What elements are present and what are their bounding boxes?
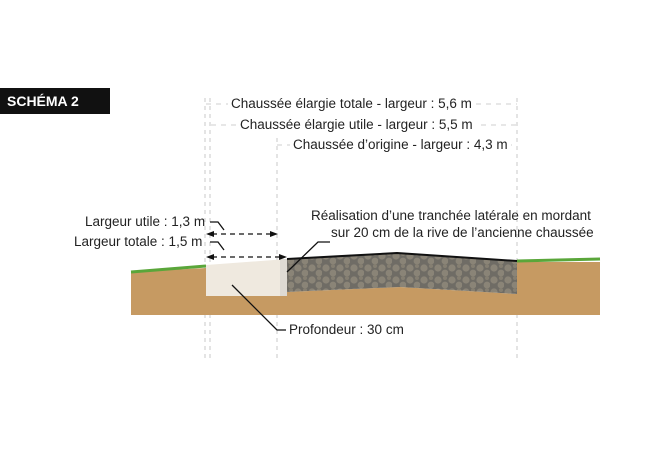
- asphalt-surface: [286, 251, 518, 262]
- dimension-origine-label: Chaussée d’origine - largeur : 4,3 m: [290, 137, 511, 152]
- gravel-layer: [287, 253, 517, 294]
- guide-lines: [204, 98, 518, 360]
- largeur-totale-label: Largeur totale : 1,5 m: [74, 234, 203, 249]
- schema-badge: SCHÉMA 2: [0, 88, 110, 114]
- largeur-utile-label: Largeur utile : 1,3 m: [85, 214, 206, 229]
- trench-edge: [280, 259, 287, 296]
- arrowheads: [206, 231, 287, 260]
- trench: [206, 259, 287, 296]
- dimension-utile-label: Chaussée élargie utile - largeur : 5,5 m: [237, 117, 476, 132]
- tranchee-label-line2: sur 20 cm de la rive de l’ancienne chaus…: [331, 225, 594, 240]
- width-arrows: [212, 233, 280, 258]
- tranchee-label-line1: Réalisation d’une tranchée latérale en m…: [311, 208, 591, 223]
- leader-lines: [210, 221, 330, 331]
- grass-right: [516, 257, 601, 263]
- dimension-total-label: Chaussée élargie totale - largeur : 5,6 …: [228, 96, 475, 111]
- profondeur-label: Profondeur : 30 cm: [289, 322, 404, 337]
- grass-left: [130, 264, 207, 274]
